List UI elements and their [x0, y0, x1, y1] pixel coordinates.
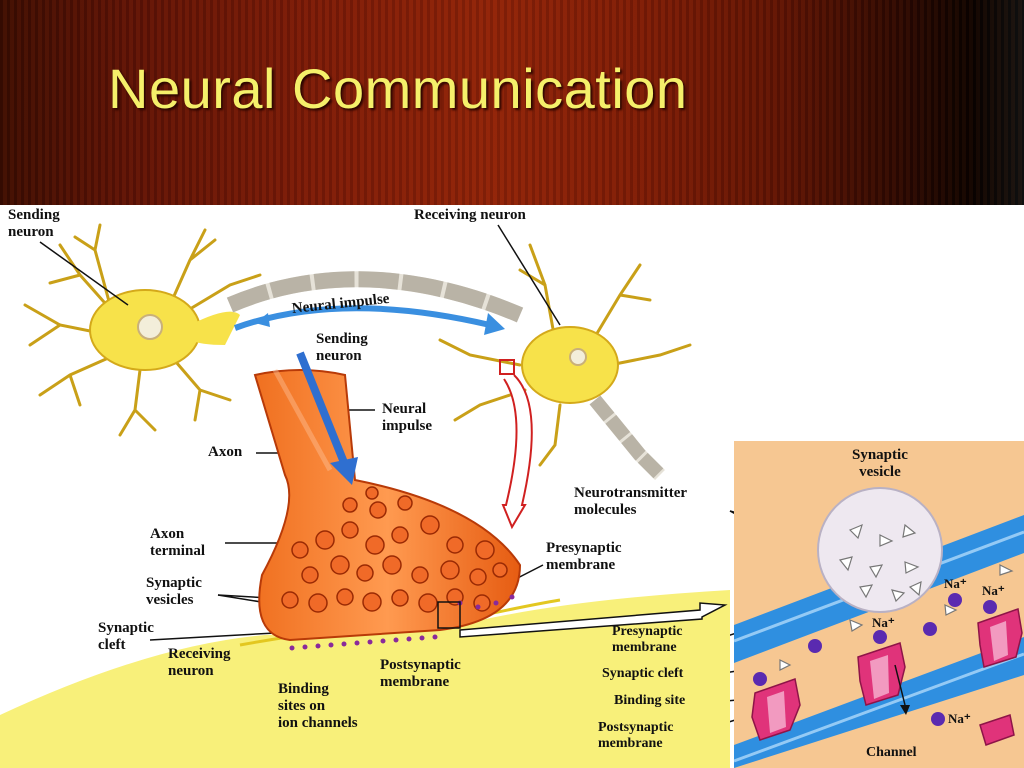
axon-terminal-illustration — [0, 351, 730, 768]
label-postsynaptic-membrane-mid: Postsynaptic membrane — [380, 657, 461, 690]
label-axon-terminal: Axon terminal — [150, 526, 205, 559]
label-sending-neuron-top: Sending neuron — [8, 207, 60, 240]
label-synaptic-cleft-inset: Synaptic cleft — [602, 666, 684, 681]
receiving-neuron-cell — [438, 243, 692, 480]
synapse-inset — [733, 441, 1024, 768]
label-binding-sites: Binding sites on ion channels — [278, 681, 358, 731]
label-binding-site-inset: Binding site — [614, 693, 686, 708]
diagram-illustration — [0, 223, 1024, 768]
label-postsynaptic-membrane-inset: Postsynaptic membrane — [598, 720, 674, 751]
label-neural-impulse-mid: Neural impulse — [382, 401, 433, 434]
label-synaptic-vesicle-inset: Synaptic vesicle — [852, 447, 908, 480]
label-na-ion-3: Na⁺ — [872, 615, 895, 630]
neural-communication-diagram: Sending neuron Receiving neuron Neural i… — [0, 205, 1024, 768]
label-axon: Axon — [208, 444, 243, 460]
label-sending-neuron-mid: Sending neuron — [316, 331, 368, 364]
label-presynaptic-membrane-inset: Presynaptic membrane — [612, 624, 683, 655]
sending-neuron-cell — [23, 223, 262, 437]
label-synaptic-cleft-left: Synaptic cleft — [98, 620, 154, 653]
label-na-ion-1: Na⁺ — [944, 576, 967, 591]
slide-header-background — [0, 0, 1024, 205]
label-presynaptic-membrane-mid: Presynaptic membrane — [546, 540, 622, 573]
slide-title: Neural Communication — [108, 57, 688, 120]
label-neurotransmitter-molecules: Neurotransmitter molecules — [574, 485, 688, 518]
label-na-ion-4: Na⁺ — [948, 711, 971, 726]
myelinated-axon — [226, 271, 524, 335]
label-na-ion-2: Na⁺ — [982, 583, 1005, 598]
label-synaptic-vesicles: Synaptic vesicles — [146, 575, 202, 608]
label-receiving-neuron-top: Receiving neuron — [414, 207, 526, 223]
label-channel: Channel — [866, 745, 917, 760]
zoom-pointer-arrow — [501, 374, 533, 530]
label-receiving-neuron-bottom: Receiving neuron — [168, 646, 231, 679]
